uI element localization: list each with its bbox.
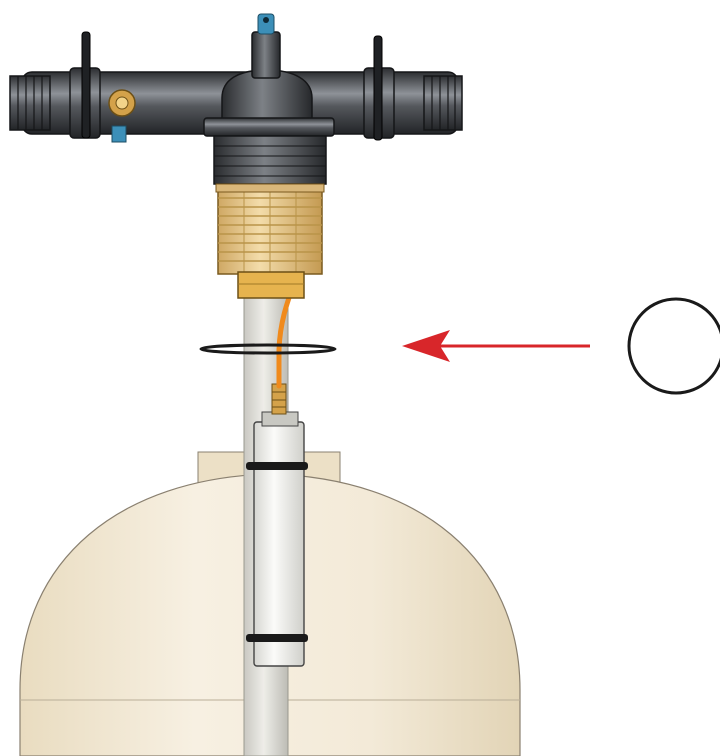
base-collar xyxy=(237,271,305,299)
arrow-left-icon xyxy=(402,330,590,362)
o-ring-icon xyxy=(199,343,337,355)
valve-flange xyxy=(203,117,335,137)
valve-threaded-neck xyxy=(213,135,327,185)
control-valve-icon xyxy=(9,13,463,185)
blue-fitting-icon xyxy=(257,13,275,35)
right-clip xyxy=(373,35,383,141)
upper-distributor xyxy=(246,411,308,667)
threaded-collar xyxy=(215,183,325,275)
detail-circle-icon xyxy=(627,297,720,395)
left-clip xyxy=(81,31,91,139)
o-ring-band-lower xyxy=(246,634,308,642)
right-port xyxy=(423,75,463,131)
brass-gauge-icon xyxy=(108,89,136,143)
valve-top-stem xyxy=(251,31,281,79)
left-port xyxy=(9,75,51,131)
o-ring-band-upper xyxy=(246,462,308,470)
